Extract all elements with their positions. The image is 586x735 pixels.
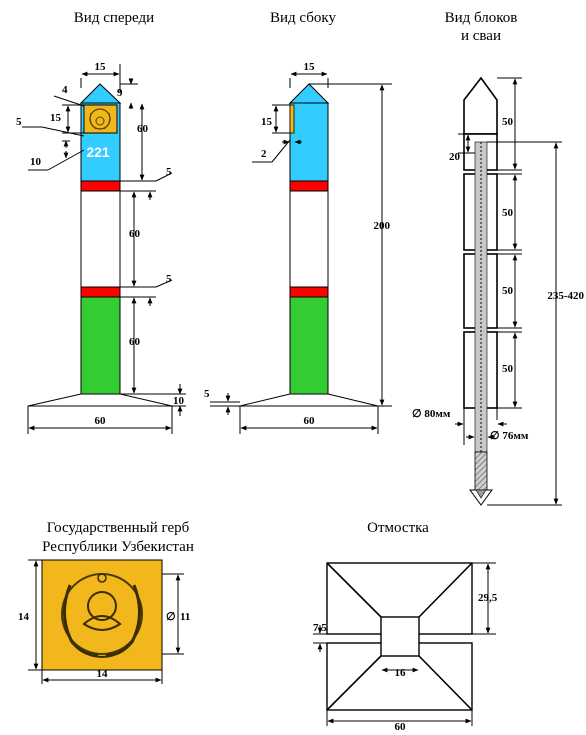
pile-hatched-end <box>474 451 488 491</box>
front-post-tip <box>79 83 122 104</box>
base-plan: 29,5 7,5 16 60 <box>313 562 498 733</box>
front-dim-red2-5: 5 <box>166 273 172 285</box>
side-view: 15 15 2 200 5 60 <box>204 61 392 434</box>
base-plan-bottom-half <box>326 642 473 711</box>
emblem-title-line2: Республики Узбекистан <box>42 539 194 555</box>
base-plan-dim-side: 29,5 <box>478 592 498 604</box>
front-dim-tip: 9 <box>117 87 123 99</box>
front-view: 221 15 9 4 15 5 10 60 <box>16 61 186 434</box>
blocks-dim-block3-50: 50 <box>502 285 514 297</box>
front-dim-emblem-15: 15 <box>50 112 62 124</box>
front-white-section <box>80 190 121 288</box>
front-base <box>27 393 173 407</box>
front-dim-blue-60: 60 <box>137 123 149 135</box>
base-plan-center-square <box>380 616 420 657</box>
front-emblem-inner <box>95 116 105 126</box>
front-dim-base-60: 60 <box>95 415 107 427</box>
front-dim-white-60: 60 <box>129 228 141 240</box>
blocks-dim-top-20: 20 <box>449 151 461 163</box>
front-red-band-1 <box>80 180 121 192</box>
emblem-bird <box>82 615 122 631</box>
base-plan-dim-center: 16 <box>395 667 407 679</box>
emblem-dim-height: 14 <box>18 611 30 623</box>
front-dim-red1-5: 5 <box>166 166 172 178</box>
side-base <box>239 393 379 407</box>
front-dim-base-10: 10 <box>173 395 185 407</box>
pile-shaft <box>474 141 488 453</box>
emblem-sun <box>87 591 117 621</box>
side-dim-plate-15: 15 <box>261 116 273 128</box>
side-post-tip <box>288 83 330 104</box>
emblem-ribbon <box>79 649 125 658</box>
front-dim-4: 4 <box>62 84 68 96</box>
front-emblem-wreath <box>89 112 111 130</box>
blocks-dim-block1-50: 50 <box>502 116 514 128</box>
side-dim-height-200: 200 <box>374 220 391 232</box>
pile-arrow-inner <box>475 489 487 499</box>
blocks-view-title-line2: и сваи <box>461 28 501 44</box>
base-plan-title: Отмостка <box>367 520 429 536</box>
blocks-view-title-line1: Вид блоков <box>445 10 518 26</box>
side-white-section <box>289 190 329 288</box>
emblem-title-line1: Государственный герб <box>47 520 190 536</box>
base-plan-dim-width: 60 <box>395 721 407 733</box>
side-emblem-plate <box>289 104 295 134</box>
front-green-section <box>80 296 121 395</box>
blocks-dim-block4-50: 50 <box>502 363 514 375</box>
emblem-star <box>97 573 107 583</box>
blocks-dim-outer-diam: ∅ 80мм <box>412 408 451 420</box>
emblem-dim-width: 14 <box>97 668 109 680</box>
front-dim-left-5: 5 <box>16 116 22 128</box>
blocks-dim-inner-diam: ∅ 76мм <box>490 430 529 442</box>
emblem-dim-diameter-symbol: ∅ <box>166 611 176 623</box>
blocks-view: 20 50 50 50 50 235-420 ∅ 80мм ∅ 76мм <box>412 76 584 506</box>
base-plan-dim-gap: 7,5 <box>313 622 327 634</box>
emblem-dim-diameter: 11 <box>180 611 190 623</box>
front-dim-top-width: 15 <box>95 61 107 73</box>
side-dim-base-5: 5 <box>204 388 210 400</box>
side-dim-plate-2: 2 <box>261 148 267 160</box>
front-view-title: Вид спереди <box>74 10 154 26</box>
side-red-band-1 <box>289 180 329 192</box>
emblem-detail: 14 14 ∅ 11 <box>18 559 190 684</box>
blocks-dim-block2-50: 50 <box>502 207 514 219</box>
front-red-band-2 <box>80 286 121 298</box>
side-red-band-2 <box>289 286 329 298</box>
side-dim-top-width: 15 <box>304 61 316 73</box>
side-dim-base-60: 60 <box>304 415 316 427</box>
blocks-top-tip <box>463 76 498 135</box>
front-dim-left-10: 10 <box>30 156 42 168</box>
front-dim-green-60: 60 <box>129 336 141 348</box>
side-green-section <box>289 296 329 395</box>
blocks-dim-pile-range: 235-420 <box>547 290 584 302</box>
side-view-title: Вид сбоку <box>270 10 336 26</box>
front-post-number: 221 <box>86 144 110 160</box>
